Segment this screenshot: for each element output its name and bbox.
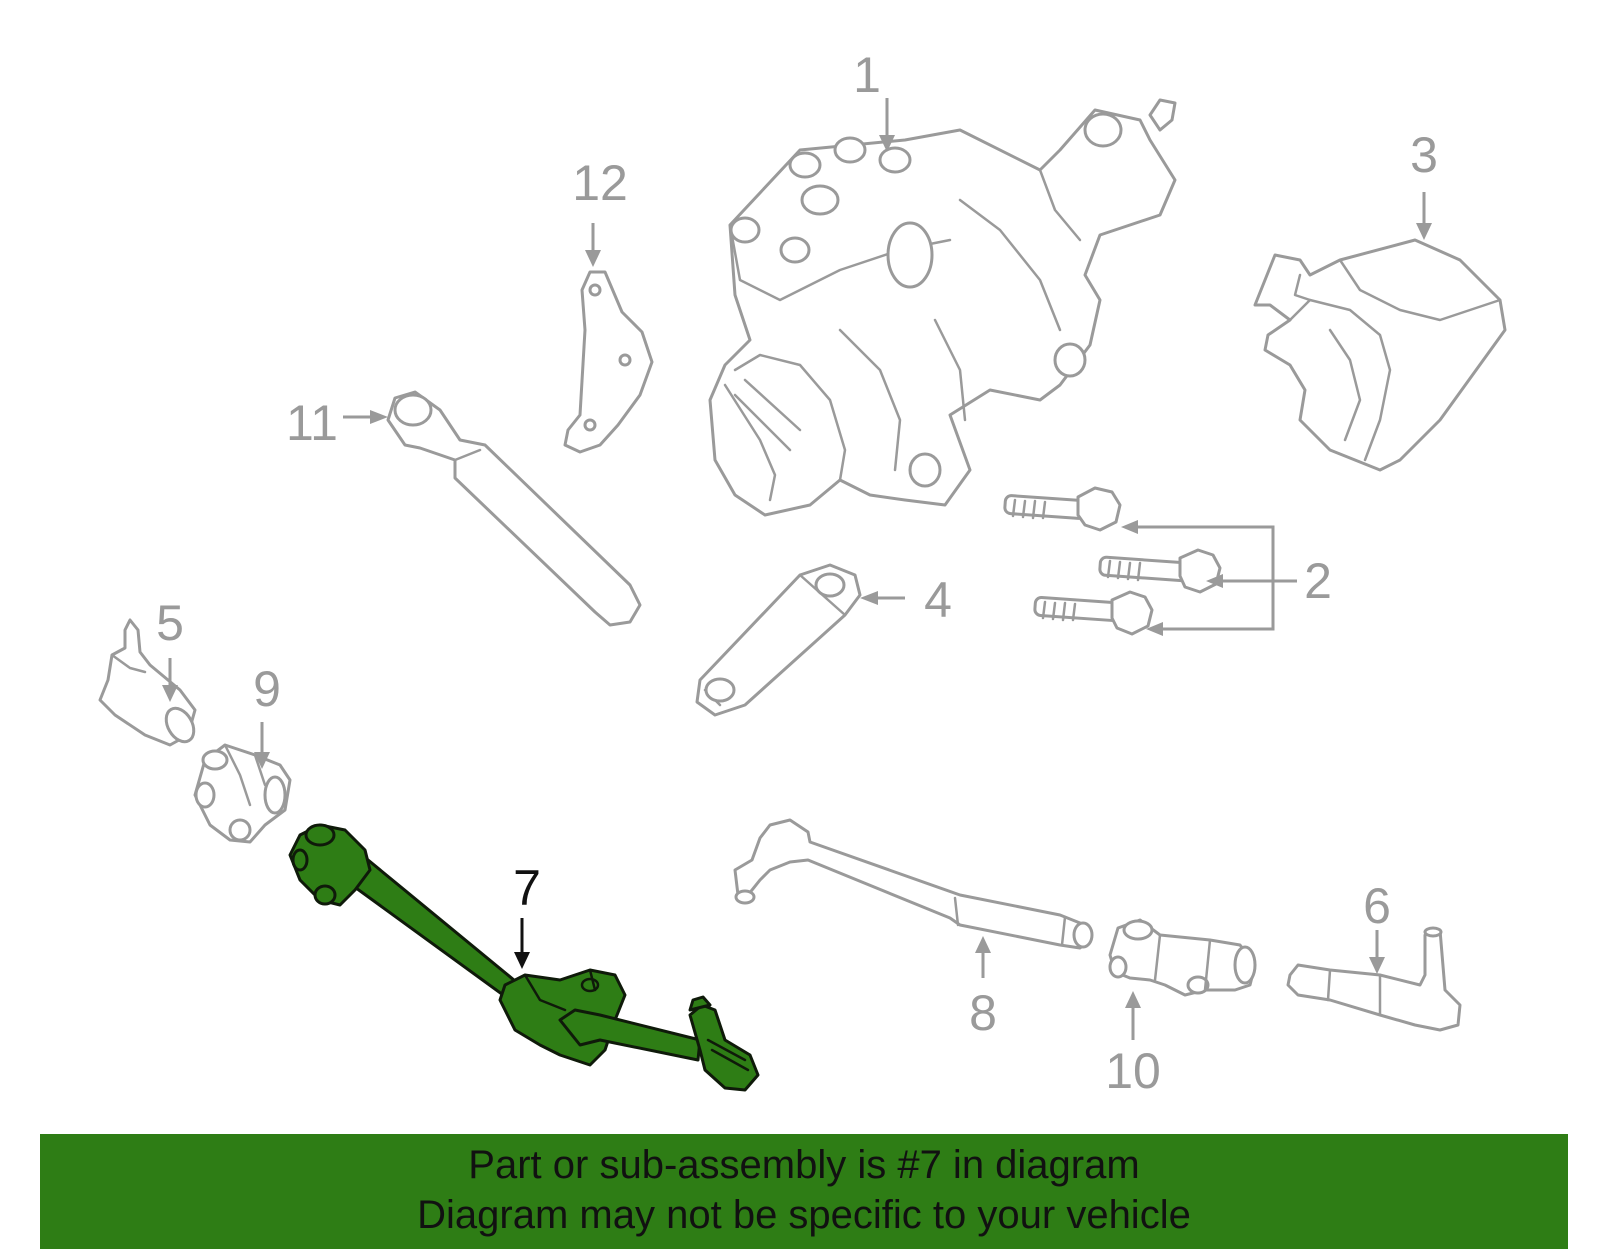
callout-6: 6 <box>1363 878 1391 974</box>
callout-7: 7 <box>513 860 541 969</box>
part-3-cover[interactable] <box>1253 238 1507 472</box>
callout-5-label: 5 <box>156 595 184 651</box>
callout-5: 5 <box>156 595 184 702</box>
banner-line-1: Part or sub-assembly is #7 in diagram <box>468 1143 1140 1187</box>
part-8-tie-rod[interactable] <box>733 818 1094 950</box>
part-1-steering-gear[interactable] <box>708 98 1177 517</box>
callout-2: 2 <box>1121 520 1332 636</box>
callout-3-label: 3 <box>1410 127 1438 183</box>
part-6-tie-rod-end[interactable] <box>1286 926 1462 1032</box>
callout-12: 12 <box>572 155 628 267</box>
callout-10: 10 <box>1105 991 1161 1099</box>
part-9-clamp[interactable] <box>193 743 292 844</box>
bolt-top[interactable] <box>1003 486 1122 532</box>
callout-11: 11 <box>286 395 388 451</box>
banner-line-2: Diagram may not be specific to your vehi… <box>417 1193 1191 1237</box>
part-7-drag-link[interactable] <box>288 823 760 1092</box>
callout-9-label: 9 <box>253 661 281 717</box>
bolt-bottom[interactable] <box>1033 590 1154 636</box>
callout-6-label: 6 <box>1363 878 1391 934</box>
part-12-bracket[interactable] <box>563 270 654 454</box>
callout-8: 8 <box>969 936 997 1041</box>
callout-1: 1 <box>853 47 895 152</box>
callout-4: 4 <box>860 572 952 628</box>
part-2-bolts[interactable] <box>1003 486 1222 636</box>
callout-4-label: 4 <box>924 572 952 628</box>
callout-3: 3 <box>1410 127 1438 240</box>
bolt-middle[interactable] <box>1098 548 1222 594</box>
callout-10-label: 10 <box>1105 1043 1161 1099</box>
part-4-pitman-arm[interactable] <box>695 563 862 717</box>
callout-9: 9 <box>253 661 281 769</box>
callout-7-label: 7 <box>513 860 541 916</box>
part-5-tie-rod-end[interactable] <box>98 618 199 747</box>
callout-8-label: 8 <box>969 985 997 1041</box>
info-banner: Part or sub-assembly is #7 in diagram Di… <box>40 1134 1568 1249</box>
callout-1-label: 1 <box>853 47 881 103</box>
callout-12-label: 12 <box>572 155 628 211</box>
callout-11-label: 11 <box>286 395 338 451</box>
callout-2-label: 2 <box>1304 553 1332 609</box>
part-10-clamp[interactable] <box>1108 918 1257 997</box>
part-11-steering-damper[interactable] <box>386 390 642 627</box>
